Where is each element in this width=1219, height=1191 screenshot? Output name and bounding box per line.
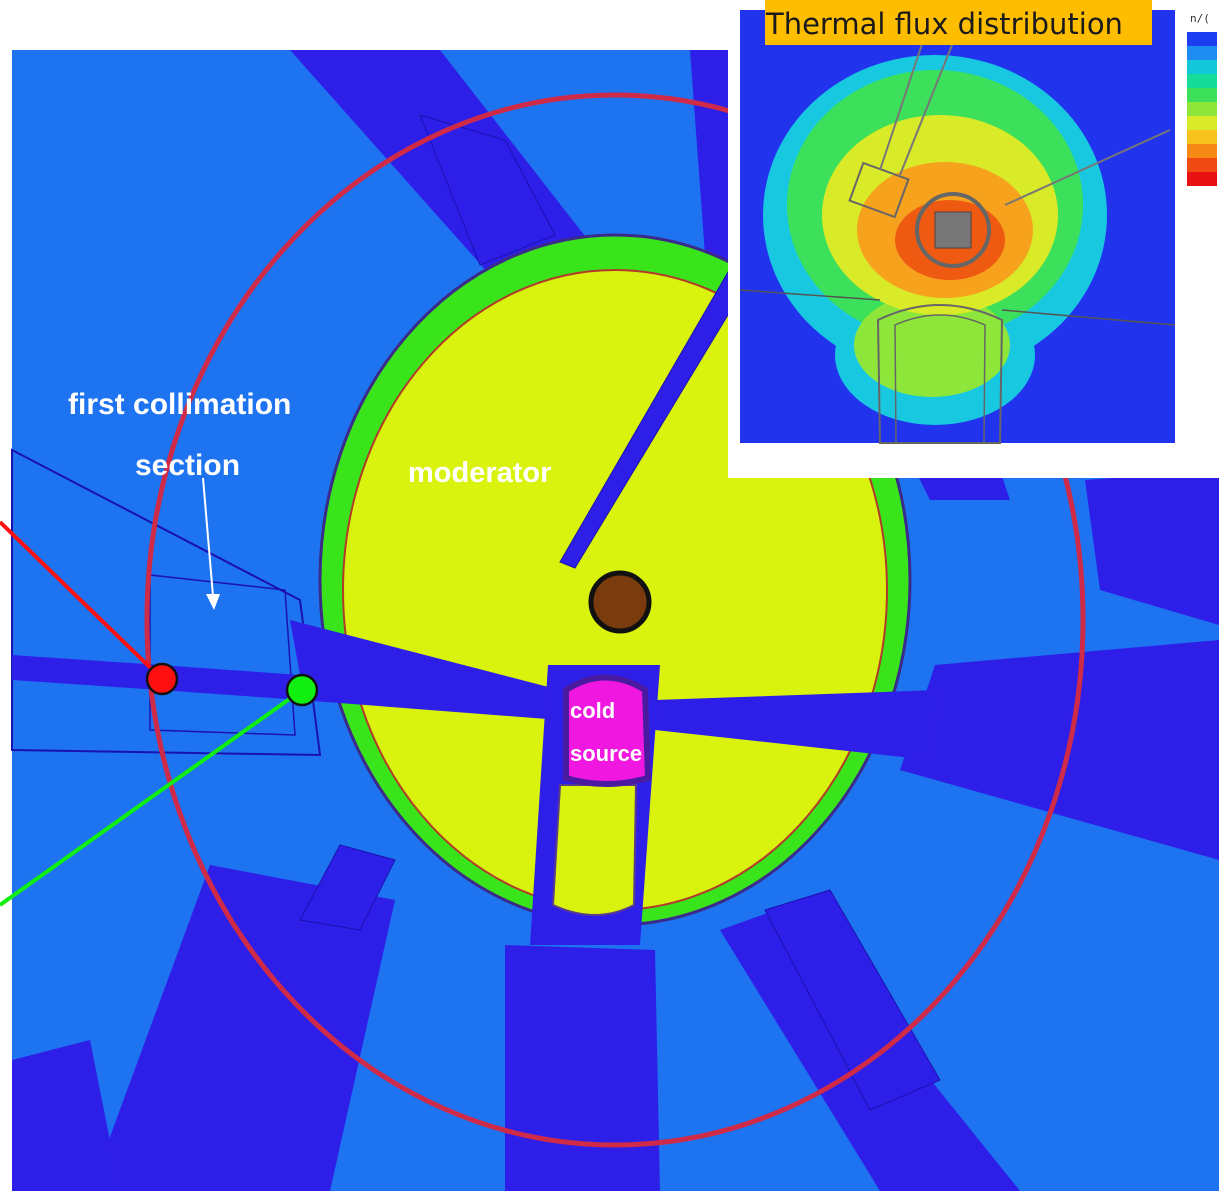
green-marker-line [0, 688, 304, 907]
red-marker [145, 662, 179, 696]
beam-tube-right-far [1085, 470, 1219, 625]
flux-tube-line-3 [1004, 129, 1171, 206]
color-scale-swatch [1187, 46, 1217, 60]
collimation-arrowhead [206, 594, 220, 610]
collimation-label-line1: first collimation [68, 388, 291, 421]
scale-unit-label: n/( [1190, 12, 1210, 25]
flux-cold-box [848, 161, 910, 219]
collimation-arrow-shaft [202, 477, 214, 597]
inset-title-bg [765, 0, 1152, 45]
cold-source [563, 674, 652, 787]
moderator-label: moderator [408, 457, 551, 489]
flux-horizontal-line-right [1001, 309, 1176, 326]
flux-bottom-channel-inner [894, 314, 986, 444]
cold-source-label-line1: cold [570, 698, 615, 723]
cold-source-label-line2: source [570, 741, 642, 766]
color-scale-swatch [1187, 88, 1217, 102]
beam-tube-left [12, 620, 560, 720]
beam-tube-core-right [655, 690, 940, 760]
beam-tube-far-left-bottom [12, 1040, 120, 1191]
beam-tube-bottom-center [505, 945, 660, 1191]
flux-tube-line-2 [899, 24, 961, 176]
flux-bottom-channel [876, 304, 1004, 444]
collimation-label-line2: section [135, 449, 240, 482]
green-marker [285, 673, 319, 707]
flux-horizontal-line-left [739, 289, 881, 301]
inset-title: Thermal flux distribution [765, 7, 1123, 41]
vessel-ring [144, 92, 1086, 1148]
color-scale-swatch [1187, 74, 1217, 88]
color-scale-swatch [1187, 158, 1217, 172]
core [588, 570, 652, 634]
thermal-flux-inset: Thermal flux distribution n/( [728, 0, 1219, 478]
color-scale-swatch [1187, 130, 1217, 144]
beam-tube-bottom-left-inner [299, 844, 396, 931]
beam-tube-right [900, 640, 1219, 860]
flux-core-fuel [934, 211, 972, 249]
beam-tube-bottom-left [90, 865, 395, 1191]
flux-core-ring [915, 192, 991, 268]
red-marker-line [0, 520, 164, 681]
color-scale-swatch [1187, 102, 1217, 116]
collimation-outline-outer [11, 448, 322, 757]
color-scale [1187, 32, 1217, 186]
color-scale-swatch [1187, 144, 1217, 158]
color-scale-swatch [1187, 60, 1217, 74]
color-scale-swatch [1187, 172, 1217, 186]
beam-tube-top-left-extension [419, 114, 556, 266]
beam-tube-bottom-right-inner [764, 889, 941, 1111]
color-scale-swatch [1187, 32, 1217, 46]
color-scale-swatch [1187, 116, 1217, 130]
cold-source-channel-interior [551, 784, 638, 916]
